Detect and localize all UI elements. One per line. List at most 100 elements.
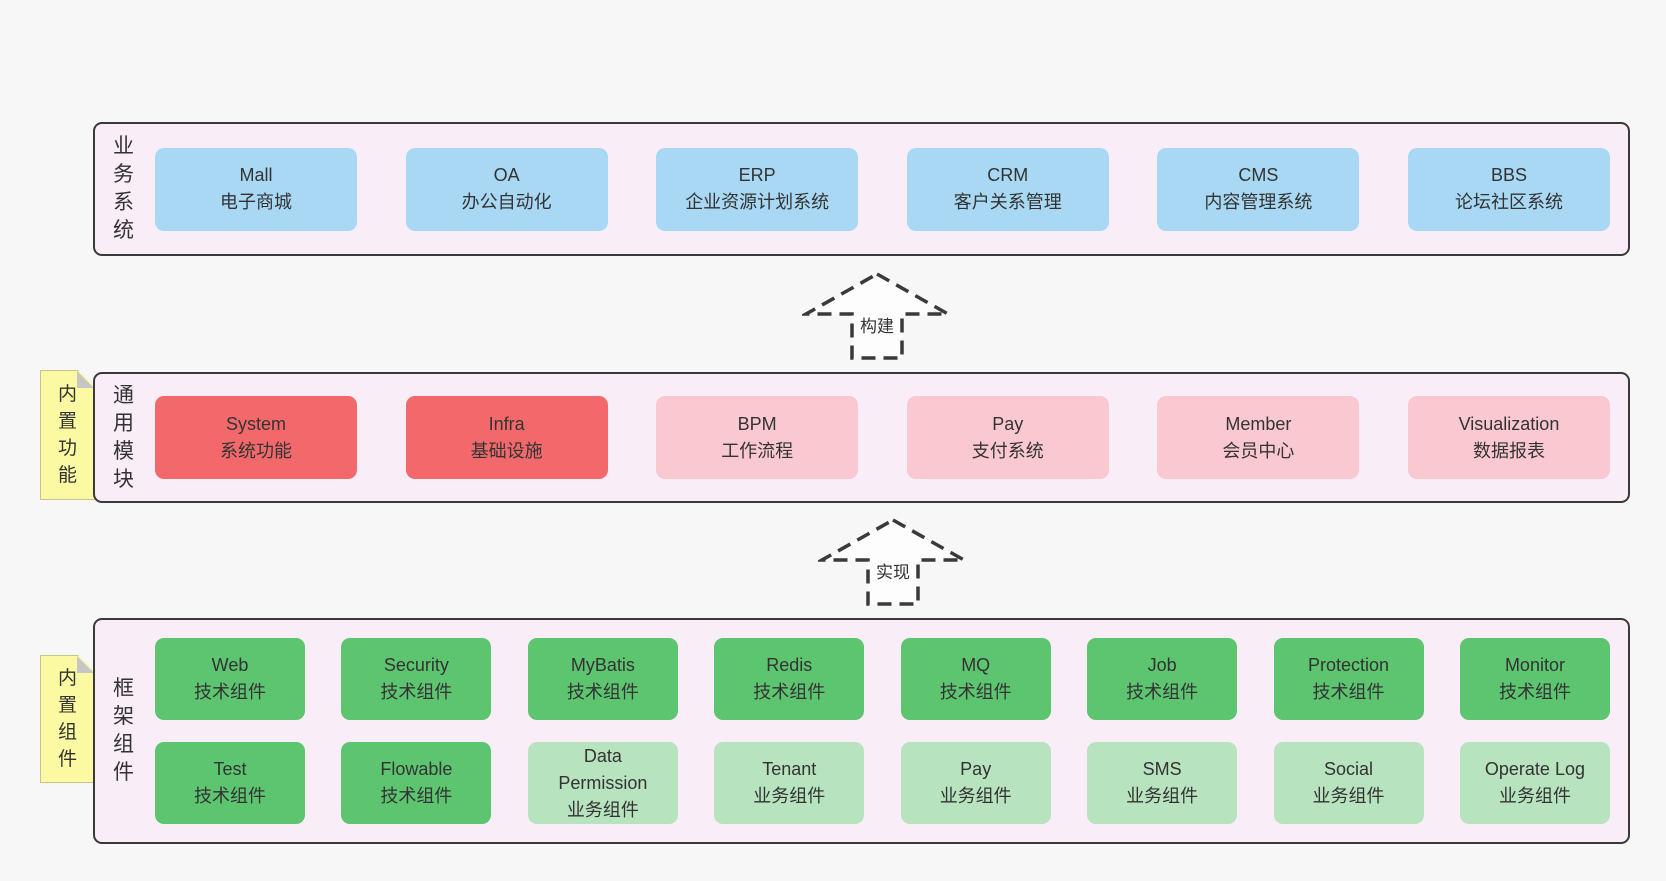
box-subtitle: 技术组件 [380,786,453,806]
box-subtitle: 会员中心 [1222,440,1295,461]
box-security: Security 技术组件 [341,638,492,720]
note-fold-corner [77,656,94,673]
box-title: ERP [738,165,776,185]
box-title: CMS [1238,165,1279,185]
box-title: Redis [766,655,813,675]
box-test: Test 技术组件 [155,742,305,824]
box-title: Pay [992,413,1024,434]
box-subtitle: 办公自动化 [461,192,552,212]
box-subtitle: 业务组件 [753,786,826,806]
box-cms: CMS 内容管理系统 [1157,147,1360,231]
layer-business-systems: 业务系统 Mall 电子商城 OA 办公自动化 ERP 企业资源计划系统 CRM… [93,122,1630,256]
note-fold-corner [77,371,94,388]
box-member: Member 会员中心 [1157,396,1360,479]
box-title: BPM [737,413,777,434]
box-subtitle: 系统功能 [220,440,292,461]
box-title: Infra [488,413,525,434]
box-subtitle: 技术组件 [1126,682,1199,702]
box-title: Data Permission [558,745,648,793]
box-flowable: Flowable 技术组件 [341,742,492,824]
box-subtitle: 技术组件 [1498,682,1571,702]
box-title: Job [1147,655,1177,675]
box-crm: CRM 客户关系管理 [906,147,1109,231]
box-pay-module: Pay 支付系统 [906,396,1109,479]
box-title: Member [1225,413,1292,434]
box-subtitle: 数据报表 [1472,440,1545,461]
box-subtitle: 支付系统 [971,440,1044,461]
box-subtitle: 业务组件 [1126,786,1199,806]
common-modules-row: System 系统功能 Infra 基础设施 BPM 工作流程 Pay 支付系统… [155,396,1610,479]
layer-framework-components: 框架组件 Web 技术组件 Security 技术组件 MyBatis 技术组件… [93,618,1630,844]
box-pay-component: Pay 业务组件 [900,742,1051,824]
box-mybatis: MyBatis 技术组件 [527,638,678,720]
box-subtitle: 工作流程 [721,440,794,461]
box-subtitle: 企业资源计划系统 [685,192,830,212]
arrow-implement-label: 实现 [874,562,912,584]
box-title: Security [383,655,449,675]
box-subtitle: 内容管理系统 [1204,192,1313,212]
box-title: MQ [961,655,991,675]
box-tenant: Tenant 业务组件 [714,742,865,824]
framework-components-row-1: Web 技术组件 Security 技术组件 MyBatis 技术组件 Redi… [155,638,1610,720]
box-subtitle: 技术组件 [753,682,826,702]
arrow-implement: 实现 [818,516,968,608]
arrow-build-label: 构建 [858,316,896,338]
box-operate-log: Operate Log 业务组件 [1459,742,1610,824]
box-subtitle: 电子商城 [220,192,292,212]
box-subtitle: 技术组件 [380,682,453,702]
box-subtitle: 客户关系管理 [953,192,1062,212]
box-protection: Protection 技术组件 [1273,638,1424,720]
layer-label-business-systems: 业务系统 [113,135,134,242]
box-title: BBS [1490,165,1527,185]
box-subtitle: 论坛社区系统 [1454,192,1563,212]
box-subtitle: 技术组件 [939,682,1012,702]
box-title: SMS [1142,759,1182,779]
box-subtitle: 业务组件 [1312,786,1385,806]
box-erp: ERP 企业资源计划系统 [656,147,859,231]
sticky-note-built-in-components: 内置组件 [40,655,95,783]
box-title: System [225,413,286,434]
box-subtitle: 业务组件 [566,799,639,820]
box-subtitle: 技术组件 [194,786,266,806]
box-mq: MQ 技术组件 [900,638,1051,720]
box-subtitle: 业务组件 [1498,786,1571,806]
box-title: OA [493,165,520,185]
box-title: Visualization [1458,413,1560,434]
box-title: Social [1324,759,1374,779]
box-system: System 系统功能 [155,396,357,479]
sticky-note-built-in-features: 内置功能 [40,370,95,500]
box-data-permission: Data Permission 业务组件 [527,742,678,824]
box-subtitle: 技术组件 [566,682,639,702]
box-subtitle: 业务组件 [939,786,1012,806]
box-title: Pay [960,759,992,779]
box-bpm: BPM 工作流程 [656,396,859,479]
layer-label-framework-components: 框架组件 [113,677,134,784]
box-title: Protection [1308,655,1390,675]
box-title: Tenant [762,759,817,779]
box-mall: Mall 电子商城 [155,147,357,231]
layer-label-common-modules: 通用模块 [113,383,134,491]
box-visualization: Visualization 数据报表 [1407,396,1610,479]
layer-common-modules: 通用模块 System 系统功能 Infra 基础设施 BPM 工作流程 Pay… [93,372,1630,503]
box-infra: Infra 基础设施 [405,396,608,479]
box-title: Mall [239,165,273,185]
note-label: 内置功能 [57,384,77,486]
box-subtitle: 技术组件 [194,682,266,702]
box-bbs: BBS 论坛社区系统 [1407,147,1610,231]
box-job: Job 技术组件 [1087,638,1238,720]
box-subtitle: 基础设施 [470,440,543,461]
box-title: Web [211,655,249,675]
arrow-build: 构建 [802,270,952,362]
business-systems-row: Mall 电子商城 OA 办公自动化 ERP 企业资源计划系统 CRM 客户关系… [155,147,1610,231]
box-subtitle: 技术组件 [1312,682,1385,702]
box-monitor: Monitor 技术组件 [1459,638,1610,720]
box-oa: OA 办公自动化 [405,147,608,231]
framework-components-row-2: Test 技术组件 Flowable 技术组件 Data Permission … [155,742,1610,824]
box-title: MyBatis [570,655,635,675]
box-title: Test [213,759,247,779]
box-title: Monitor [1504,655,1565,675]
box-title: Operate Log [1484,759,1585,779]
box-sms: SMS 业务组件 [1087,742,1238,824]
box-title: CRM [987,165,1029,185]
box-social: Social 业务组件 [1273,742,1424,824]
